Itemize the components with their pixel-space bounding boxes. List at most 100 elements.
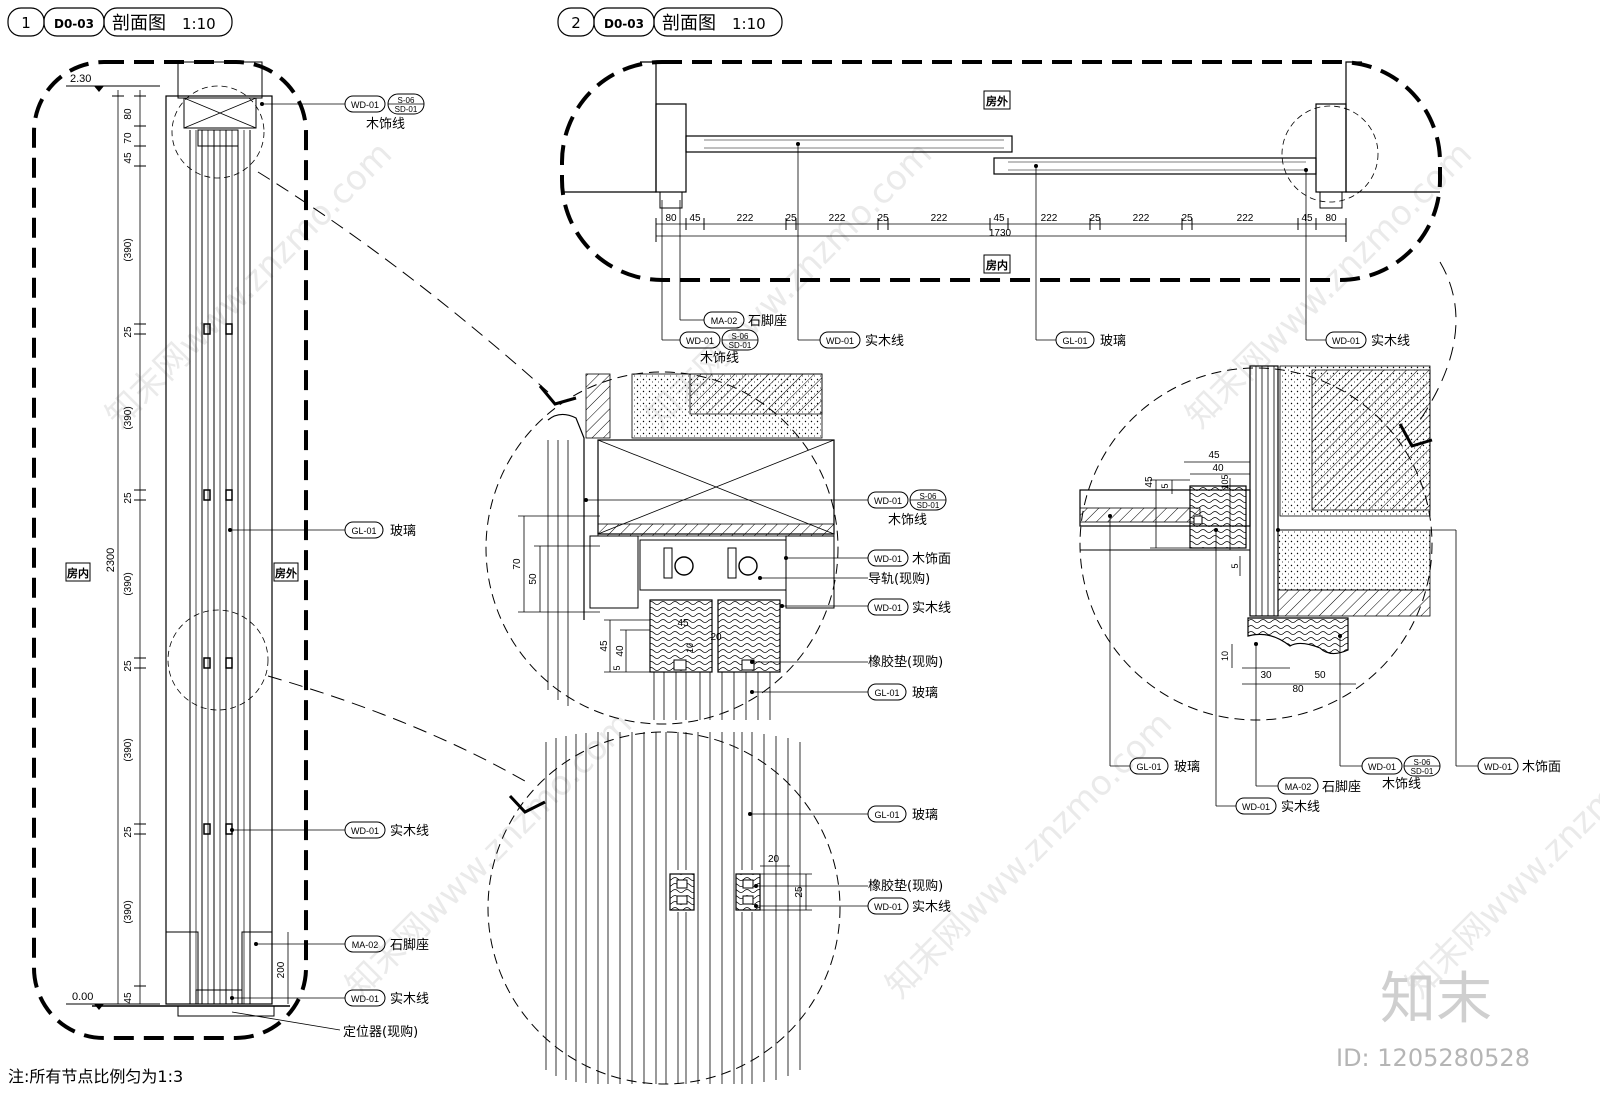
- svg-text:GL-01: GL-01: [351, 526, 376, 536]
- svg-text:40: 40: [615, 645, 626, 657]
- brand-id: ID: 1205280528: [1336, 1044, 1530, 1072]
- callout-wd-01-wood-trim-1: WD-01 S-06 SD-01 木饰线: [344, 93, 425, 132]
- svg-text:10: 10: [685, 643, 695, 653]
- svg-text:WD-01: WD-01: [874, 902, 902, 912]
- svg-text:GL-01: GL-01: [1062, 336, 1087, 346]
- dim-h10: 25: [1089, 213, 1101, 224]
- section-2-frame: [560, 60, 1442, 282]
- svg-text:70: 70: [512, 558, 523, 570]
- callout-wd-01-wood-face-2: WD-01 木饰面: [1477, 757, 1561, 775]
- dim-v4: (390): [123, 238, 134, 261]
- level-top: 2.30: [70, 73, 91, 85]
- svg-text:GL-01: GL-01: [874, 688, 899, 698]
- callout-wd-01-wood-trim-2: WD-01 S-06 SD-01 木饰线: [679, 329, 759, 366]
- svg-text:5: 5: [1230, 563, 1240, 568]
- callout-gl-01-glass-1: GL-01 玻璃: [344, 521, 416, 539]
- svg-text:45: 45: [677, 618, 689, 629]
- svg-text:石脚座: 石脚座: [748, 313, 787, 329]
- callout-wd-01-solid-wood-3: WD-01 实木线: [819, 331, 904, 349]
- svg-text:木饰线: 木饰线: [1382, 777, 1421, 792]
- section-2-plan: 80 45 222 25 222 25 222 45 222 25 222 25…: [560, 60, 1442, 341]
- svg-text:WD-01: WD-01: [874, 603, 902, 613]
- svg-text:WD-01: WD-01: [351, 826, 379, 836]
- svg-text:石脚座: 石脚座: [390, 937, 429, 953]
- dim-h5: 222: [829, 213, 846, 224]
- svg-text:WD-01: WD-01: [1242, 802, 1270, 812]
- svg-text:玻璃: 玻璃: [912, 686, 938, 701]
- svg-text:WD-01: WD-01: [826, 336, 854, 346]
- svg-text:5: 5: [1160, 483, 1170, 488]
- detail-mid-joint: 20 25: [487, 731, 868, 1085]
- svg-text:S-06: S-06: [398, 96, 415, 105]
- svg-text:MA-02: MA-02: [1285, 782, 1312, 792]
- svg-text:S-06: S-06: [1414, 758, 1431, 767]
- dim-v13: 45: [123, 992, 134, 1004]
- dim-h14: 45: [1301, 213, 1313, 224]
- label-rail: 导轨(现购): [868, 571, 930, 587]
- detail-top-track: 70 50 45 40 5 45 20 10: [485, 371, 868, 725]
- dim-base-height: 200: [276, 961, 287, 978]
- watermark-text: 知末网www.znzmo.com: [98, 134, 400, 436]
- svg-text:WD-01: WD-01: [351, 100, 379, 110]
- scale-note: 注:所有节点比例匀为1:3: [8, 1067, 183, 1086]
- dim-v12: (390): [123, 900, 134, 923]
- dim-v1: 80: [123, 108, 134, 120]
- svg-text:玻璃: 玻璃: [1174, 760, 1200, 775]
- svg-text:实木线: 实木线: [1281, 800, 1320, 815]
- svg-text:木饰线: 木饰线: [700, 351, 739, 366]
- svg-text:WD-01: WD-01: [351, 994, 379, 1004]
- dim-v11: 25: [123, 826, 134, 838]
- dim-total-height: 2300: [105, 548, 117, 572]
- svg-text:SD-01: SD-01: [917, 501, 940, 510]
- dim-v8: (390): [123, 572, 134, 595]
- svg-text:SD-01: SD-01: [729, 341, 752, 350]
- svg-text:WD-01: WD-01: [686, 336, 714, 346]
- callout-wd-01-wood-face-1: WD-01 木饰面: [867, 549, 951, 567]
- svg-text:80: 80: [1292, 684, 1304, 695]
- section-1-scale: 1:10: [182, 15, 216, 33]
- level-bottom: 0.00: [72, 991, 93, 1003]
- watermark-text: 知末网www.znzmo.com: [878, 704, 1180, 1006]
- callout-gl-01-glass-3: GL-01 玻璃: [867, 683, 938, 701]
- dim-v6: (390): [123, 406, 134, 429]
- dim-h3: 222: [737, 213, 754, 224]
- dim-h7: 222: [931, 213, 948, 224]
- section-1-title-text: 剖面图: [112, 13, 166, 34]
- svg-text:石脚座: 石脚座: [1322, 779, 1361, 795]
- section-1-title: 1 D0-03 剖面图 1:10: [7, 7, 233, 37]
- svg-text:45: 45: [1208, 450, 1220, 461]
- svg-text:实木线: 实木线: [912, 601, 951, 616]
- svg-text:玻璃: 玻璃: [1100, 334, 1126, 349]
- svg-text:WD-01: WD-01: [1368, 762, 1396, 772]
- room-outside-label-1: 房外: [275, 566, 297, 580]
- section-1-number: 1: [21, 14, 31, 32]
- svg-text:木饰面: 木饰面: [1522, 760, 1561, 775]
- svg-text:GL-01: GL-01: [1136, 762, 1161, 772]
- svg-text:WD-01: WD-01: [874, 496, 902, 506]
- room-inside-label-1: 房内: [67, 566, 89, 580]
- svg-text:玻璃: 玻璃: [912, 808, 938, 823]
- svg-text:45: 45: [599, 640, 610, 652]
- section-2-scale: 1:10: [732, 15, 766, 33]
- svg-text:20: 20: [768, 854, 780, 865]
- dim-h15: 80: [1325, 213, 1337, 224]
- dim-h1: 80: [665, 213, 677, 224]
- callout-gl-01-glass-4: GL-01 玻璃: [867, 805, 938, 823]
- section-2-ref: D0-03: [604, 17, 644, 31]
- section-1-frame: [32, 60, 308, 1040]
- svg-text:105: 105: [1220, 474, 1230, 489]
- dim-v5: 25: [123, 326, 134, 338]
- dim-h9: 222: [1041, 213, 1058, 224]
- svg-text:木饰面: 木饰面: [912, 552, 951, 567]
- callout-wd-01-solid-wood-7: WD-01 实木线: [1235, 797, 1320, 815]
- svg-text:WD-01: WD-01: [1332, 336, 1360, 346]
- svg-text:5: 5: [612, 665, 622, 670]
- section-2-title: 2 D0-03 剖面图 1:10: [557, 7, 783, 37]
- svg-text:45: 45: [1144, 476, 1155, 488]
- callout-wd-01-solid-wood-2: WD-01 实木线: [344, 989, 429, 1007]
- dim-h4: 25: [785, 213, 797, 224]
- callout-wd-01-solid-wood-1: WD-01 实木线: [344, 821, 429, 839]
- callout-gl-01-glass-5: GL-01 玻璃: [1129, 757, 1200, 775]
- dim-h6: 25: [877, 213, 889, 224]
- svg-text:实木线: 实木线: [390, 824, 429, 839]
